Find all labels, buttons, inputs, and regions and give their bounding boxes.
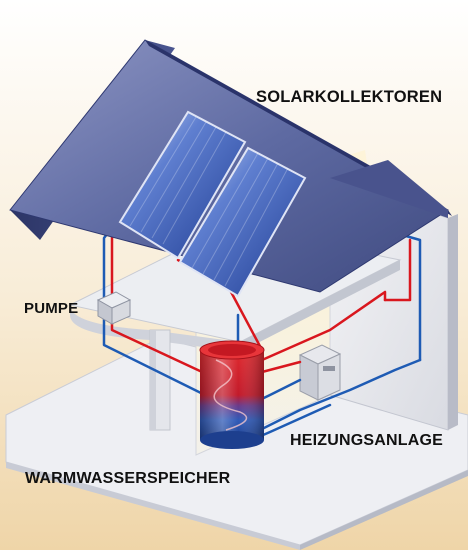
solar-panel-icon [118, 110, 307, 298]
boiler-icon [298, 344, 342, 401]
hot-water-tank-label: WARMWASSERSPEICHER [25, 470, 231, 487]
solar-collectors-label: SOLARKOLLEKTOREN [256, 88, 443, 106]
heating-system-label: HEIZUNGSANLAGE [290, 432, 444, 449]
pump-label: PUMPE [24, 300, 79, 317]
pump-icon [96, 291, 132, 325]
water-tank-icon [199, 340, 265, 449]
